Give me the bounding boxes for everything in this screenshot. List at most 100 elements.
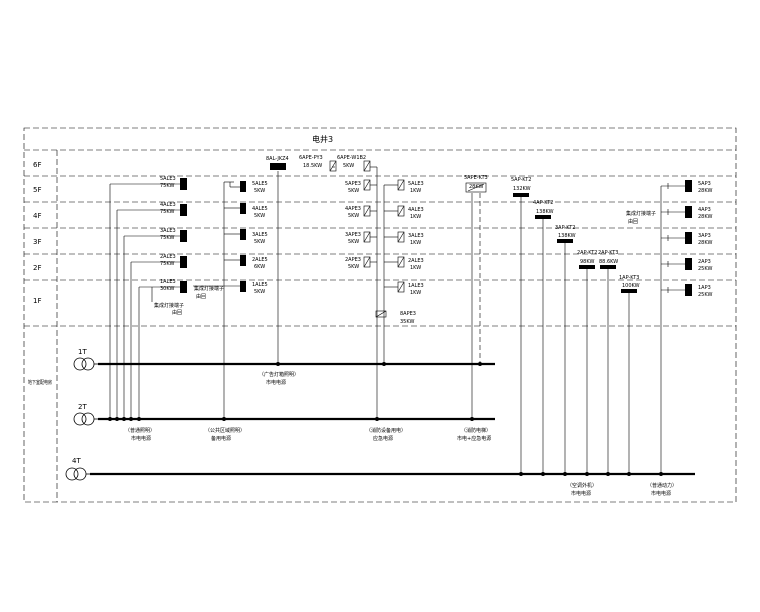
col3-bus-label-line2: 市电电源: [266, 379, 286, 386]
floor-label-2f: 2F: [33, 264, 41, 272]
col2-panel-power-0: 5KW: [254, 188, 265, 194]
col7-bus-label-line1: （普通动力）: [647, 482, 677, 489]
column-fire-elevator: [465, 182, 487, 419]
transformer-1t-label: 1T: [78, 348, 87, 356]
col2-panel-name-4: 1ALE5: [252, 282, 268, 288]
col1-note-line2: 由回: [172, 309, 182, 316]
col4-ale-power-0: 1KW: [410, 188, 421, 194]
panel-3ap-kt2: [557, 239, 573, 243]
col7-panel-name-4: 1AP3: [698, 285, 711, 291]
panel-3ale3: [180, 230, 187, 242]
col7-panel-name-3: 2AP3: [698, 259, 711, 265]
transformer-4t-label: 4T: [72, 457, 81, 465]
col7-bus-label-line2: 市电电源: [651, 490, 671, 497]
panel-1ap3: [685, 284, 692, 296]
col3-bus-label-line1: （广告灯箱照明）: [259, 371, 299, 378]
col5-bus-label-line1: （消防电梯）: [461, 427, 491, 434]
col4-pe-name: 6APE-PY3: [299, 155, 323, 161]
col4-ape-power-3: 5KW: [348, 264, 359, 270]
panel-4ap3: [685, 206, 692, 218]
panel-1ale5: [240, 281, 246, 292]
col5-panel-name: 5APE-KT3: [464, 175, 488, 181]
col6-panels: [513, 193, 637, 293]
floor-label-6f: 6F: [33, 161, 41, 169]
col7-panel-power-0: 28KW: [698, 188, 712, 194]
col7-panel-power-1: 28KW: [698, 214, 712, 220]
col1-panel-name-3: 2ALE3: [160, 254, 176, 260]
col7-panel-power-2: 28KW: [698, 240, 712, 246]
col2-junction: [222, 417, 226, 421]
col2-panels: [240, 181, 246, 292]
col2-panel-name-3: 2ALE5: [252, 257, 268, 263]
basement-room-label: 地下室配电房: [28, 379, 52, 386]
column-normal-power: [660, 183, 685, 474]
col6-junctions: [519, 472, 631, 476]
col1-panel-name-2: 3ALE3: [160, 228, 176, 234]
column-public-lighting: [193, 181, 240, 419]
col7-panel-name-2: 3AP3: [698, 233, 711, 239]
column-ac-units: [520, 196, 630, 474]
transformer-2t-label: 2T: [78, 403, 87, 411]
transformer-2t: [73, 412, 98, 426]
col2-panel-name-2: 3ALE5: [252, 232, 268, 238]
column-normal-lighting: [109, 183, 180, 419]
col1-bus-label-line2: 市电电源: [131, 435, 151, 442]
col2-panel-name-1: 4ALE5: [252, 206, 268, 212]
col2-bus-label-line2: 备用电源: [211, 435, 231, 442]
col2-note-line2: 由回: [196, 293, 206, 300]
panel-1ale3: [180, 281, 187, 293]
col5-bus-label-line2: 市电+应急电源: [457, 435, 491, 442]
col7-note-line1: 集成灯接端子: [626, 210, 656, 217]
diagram-title: 电井3: [312, 134, 333, 144]
col4-ale-power-3: 1KW: [410, 265, 421, 271]
floor-label-3f: 3F: [33, 238, 41, 246]
col6-panel-power-0: 132KW: [513, 186, 531, 192]
col4-apew-power: 5KW: [343, 163, 354, 169]
panel-5ap-kt2: [513, 193, 529, 197]
col5-panel-power: 28KW: [469, 184, 483, 190]
col4-ale-name-1: 4ALE3: [408, 207, 424, 213]
col4-ale-name-4: 1ALE3: [408, 283, 424, 289]
col4-ape-power-1: 5KW: [348, 213, 359, 219]
col4-bottom-power: 35KW: [400, 319, 414, 325]
col1-panel-power-3: 75KW: [160, 261, 174, 267]
col6-bus-label-line2: 市电电源: [571, 490, 591, 497]
panel-3ap3: [685, 232, 692, 244]
col5-junction-1t: [478, 362, 482, 366]
col6-panel-name-0: 5AP-KT2: [511, 177, 531, 183]
col4-bus-label-line1: （消防设备用电）: [366, 427, 406, 434]
panel-5ale5: [240, 181, 246, 192]
col2-panel-power-1: 5KW: [254, 213, 265, 219]
col4-ape-name-3: 2APE3: [345, 257, 361, 263]
col1-panel-power-1: 75KW: [160, 209, 174, 215]
col2-panel-power-4: 5KW: [254, 289, 265, 295]
col6-panel-name-1: 4AP-KT2: [533, 200, 553, 206]
col6-panel-power-2: 138KW: [558, 233, 576, 239]
panel-3ale5: [240, 229, 246, 240]
col1-junctions: [108, 417, 141, 421]
panel-2ale5: [240, 255, 246, 266]
col3-panel-name: 8AL-JKZ4: [266, 156, 289, 162]
col4-ale-name-3: 2ALE3: [408, 258, 424, 264]
col4-ale-power-4: 1KW: [410, 290, 421, 296]
col4-pe-power: 18.5KW: [303, 163, 322, 169]
col1-panel-power-0: 75KW: [160, 183, 174, 189]
col3-junction: [276, 362, 280, 366]
panel-4ap-kt2: [535, 215, 551, 219]
frame: [23, 127, 737, 503]
panel-4ale3: [180, 204, 187, 216]
col4-junction-2t: [375, 417, 379, 421]
col4-bottom-name: 8APE3: [400, 311, 416, 317]
col7-note-line2: 由回: [628, 218, 638, 225]
col7-panel-name-0: 5AP3: [698, 181, 711, 187]
col1-bus-label-line1: （普通照明）: [125, 427, 155, 434]
col2-panel-power-3: 6KW: [254, 264, 265, 270]
col4-ape-name-1: 4APE3: [345, 206, 361, 212]
col4-ape-name-2: 3APE3: [345, 232, 361, 238]
col1-panel-name-4: 1ALE3: [160, 279, 176, 285]
col6-panel-name-4: 2AP-KT3: [598, 250, 618, 256]
panel-5ale3: [180, 178, 187, 190]
col6-panel-power-4: 88.6KW: [599, 259, 618, 265]
col6-panel-name-2: 3AP-KT2: [555, 225, 575, 231]
